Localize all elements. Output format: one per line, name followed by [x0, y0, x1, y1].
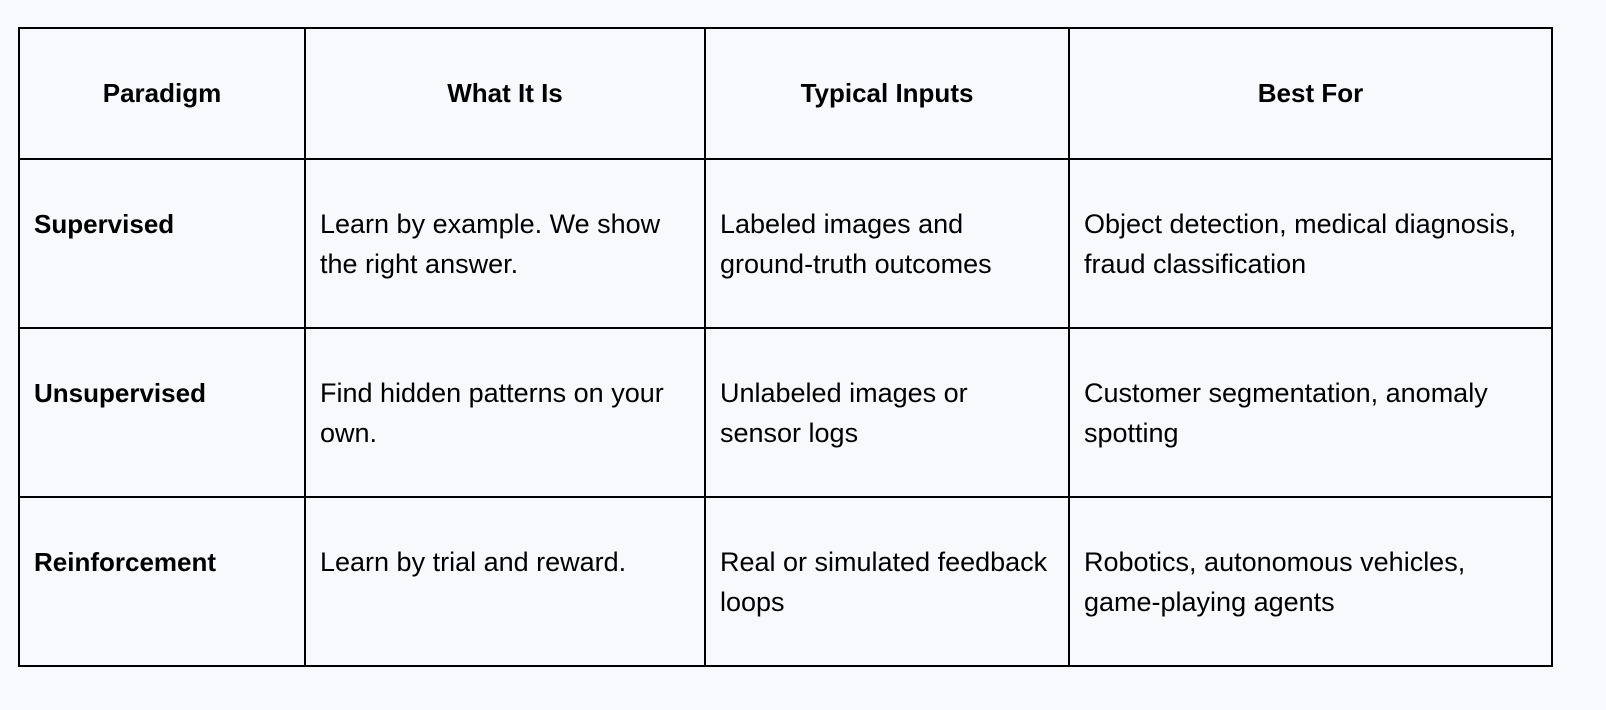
cell-typical-inputs: Real or simulated feedback loops: [704, 496, 1070, 667]
table-body: Supervised Learn by example. We show the…: [18, 158, 1553, 667]
header-what-it-is: What It Is: [304, 27, 706, 160]
table-row: Unsupervised Find hidden patterns on you…: [18, 327, 1553, 498]
cell-typical-inputs: Labeled images and ground-truth outcomes: [704, 158, 1070, 329]
header-best-for: Best For: [1068, 27, 1553, 160]
table-row: Supervised Learn by example. We show the…: [18, 158, 1553, 329]
cell-best-for: Customer segmentation, anomaly spotting: [1068, 327, 1553, 498]
cell-typical-inputs: Unlabeled images or sensor logs: [704, 327, 1070, 498]
cell-best-for: Object detection, medical diagnosis, fra…: [1068, 158, 1553, 329]
cell-what-it-is: Learn by example. We show the right answ…: [304, 158, 706, 329]
cell-what-it-is: Find hidden patterns on your own.: [304, 327, 706, 498]
header-typical-inputs: Typical Inputs: [704, 27, 1070, 160]
header-paradigm: Paradigm: [18, 27, 306, 160]
header-row: Paradigm What It Is Typical Inputs Best …: [18, 27, 1553, 160]
cell-what-it-is: Learn by trial and reward.: [304, 496, 706, 667]
table-header: Paradigm What It Is Typical Inputs Best …: [18, 27, 1553, 160]
cell-paradigm: Supervised: [18, 158, 306, 329]
table-row: Reinforcement Learn by trial and reward.…: [18, 496, 1553, 667]
cell-best-for: Robotics, autonomous vehicles, game-play…: [1068, 496, 1553, 667]
cell-paradigm: Reinforcement: [18, 496, 306, 667]
paradigm-comparison-table: Paradigm What It Is Typical Inputs Best …: [18, 27, 1553, 667]
cell-paradigm: Unsupervised: [18, 327, 306, 498]
